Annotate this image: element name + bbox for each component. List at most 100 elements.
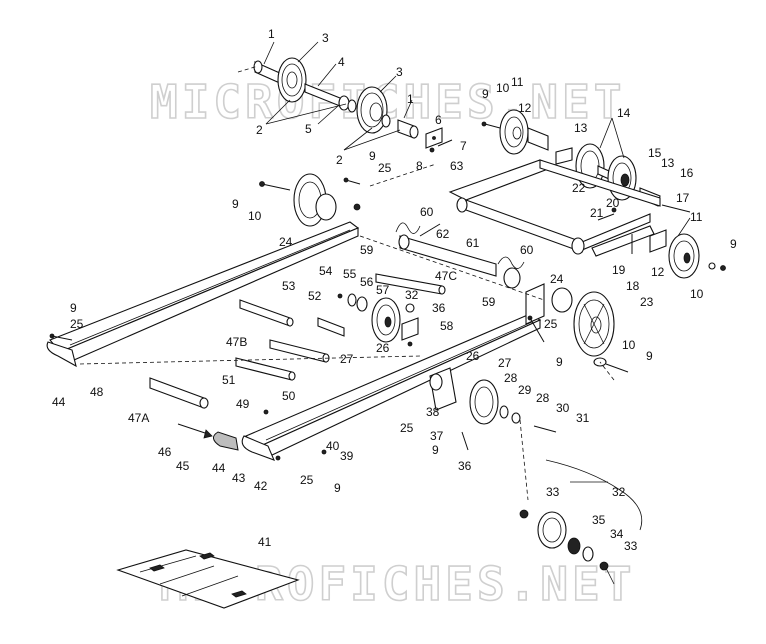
callout: 52 [308,289,322,303]
callout: 25 [378,161,392,175]
callout: 6 [435,113,442,127]
callout: 51 [222,373,236,387]
callout: 27 [498,356,512,370]
callout: 24 [279,235,293,249]
right-idler [649,229,726,279]
callout: 9 [369,149,376,163]
callout: 37 [430,429,444,443]
callout: 13 [574,121,588,135]
callout: 43 [232,471,246,485]
callout: 10 [496,81,510,95]
callout: 10 [690,287,704,301]
callout: 28 [536,391,550,405]
callout: 44 [52,395,66,409]
rear-arm-idler [429,367,557,451]
center-idler [337,293,419,347]
callout: 32 [405,288,419,302]
callout: 47C [435,269,457,283]
callout: 10 [622,338,636,352]
callout: 39 [340,449,354,463]
callout: 36 [432,301,446,315]
callout: 46 [158,445,172,459]
callout: 40 [326,439,340,453]
callout: 29 [518,383,532,397]
rear-frame [448,159,661,257]
skid-plate [116,549,300,609]
callout: 18 [626,279,640,293]
callout: 1 [407,92,414,106]
callout: 14 [617,106,631,120]
callout: 4 [338,55,345,69]
callout: 60 [420,205,434,219]
callout: 12 [651,265,665,279]
callout: 16 [680,166,694,180]
callout: 12 [518,101,532,115]
callout: 55 [343,267,357,281]
upper-idler-assembly [253,57,453,153]
callout: 25 [544,317,558,331]
callout: 58 [440,319,454,333]
callout: 3 [396,65,403,79]
callout: 9 [730,237,737,251]
callout: 48 [90,385,104,399]
callout: 9 [556,355,563,369]
callout: 57 [376,283,390,297]
callout: 63 [450,159,464,173]
callout: 32 [612,485,626,499]
callout: 25 [400,421,414,435]
callout: 59 [360,243,374,257]
callout: 9 [232,197,239,211]
callout: 9 [646,349,653,363]
callout: 22 [572,181,586,195]
callout: 10 [248,209,262,223]
callout: 61 [466,236,480,250]
callout: 9 [482,87,489,101]
callout: 30 [556,401,570,415]
left-rail [46,221,360,368]
callout: 13 [661,156,675,170]
assembly-lines [79,65,615,501]
upper-right-idler [481,109,549,155]
callout: 5 [305,122,312,136]
callout: 62 [436,227,450,241]
callout: 20 [606,196,620,210]
callout: 24 [550,272,564,286]
callout: 56 [360,275,374,289]
callout-labels: 1 3 4 3 2 5 1 6 7 8 2 9 10 11 12 9 25 13… [52,27,737,553]
callout: 19 [612,263,626,277]
callout: 11 [511,75,524,89]
callout: 9 [432,443,439,457]
callout: 31 [576,411,590,425]
callout: 28 [504,371,518,385]
callout: 38 [426,405,440,419]
callout: 47A [128,411,149,425]
rear-large-idler [527,287,629,373]
callout: 27 [340,352,354,366]
callout: 25 [70,317,84,331]
callout: 26 [376,341,390,355]
front-left-idler [259,173,361,227]
callout: 1 [268,27,275,41]
callout: 17 [676,191,690,205]
detail-idler-exploded [519,459,643,571]
callout: 49 [236,397,250,411]
callout: 26 [466,349,480,363]
callout: 47B [226,335,247,349]
callout: 3 [322,31,329,45]
cross-shafts [149,273,446,409]
callout: 50 [282,389,296,403]
leader-lines [263,41,691,585]
callout: 34 [610,527,624,541]
callout: 2 [256,123,263,137]
callout: 42 [254,479,268,493]
callout: 44 [212,461,226,475]
callout: 9 [70,301,77,315]
callout: 60 [520,243,534,257]
callout: 23 [640,295,654,309]
callout: 2 [336,153,343,167]
callout: 9 [334,481,341,495]
torsion-spring-shaft [395,222,525,289]
callout: 33 [546,485,560,499]
callout: 7 [460,139,467,153]
